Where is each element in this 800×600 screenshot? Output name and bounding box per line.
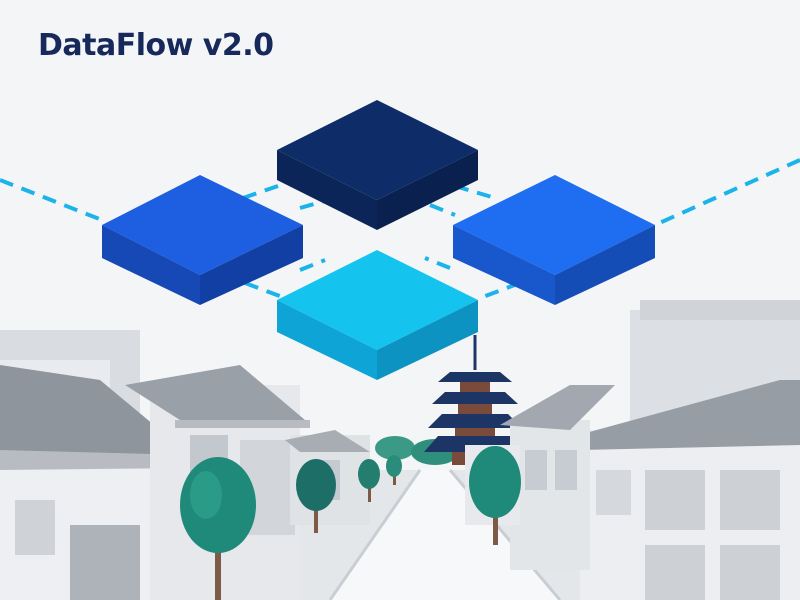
- road: [330, 470, 560, 600]
- connector-left-bottom: [244, 281, 286, 300]
- connector-top-left: [242, 184, 279, 200]
- street-trees: [180, 446, 521, 600]
- bg-tree: [375, 436, 415, 460]
- connector-left-outer: [0, 178, 103, 222]
- block-left: [102, 175, 303, 305]
- pagoda: [424, 335, 526, 465]
- right-buildings: [465, 300, 800, 600]
- connector-right-outer: [654, 158, 800, 227]
- connector-right-bottom-2: [424, 256, 451, 270]
- road-edge-left: [328, 469, 422, 600]
- block-top: [277, 100, 478, 230]
- block-bottom: [277, 250, 478, 380]
- street-scene: [0, 300, 800, 600]
- page-title: DataFlow v2.0: [38, 28, 274, 63]
- connector-right-top-2: [429, 203, 456, 217]
- connector-left-bottom-2: [299, 258, 326, 272]
- block-right: [453, 175, 655, 305]
- left-buildings: [0, 330, 370, 600]
